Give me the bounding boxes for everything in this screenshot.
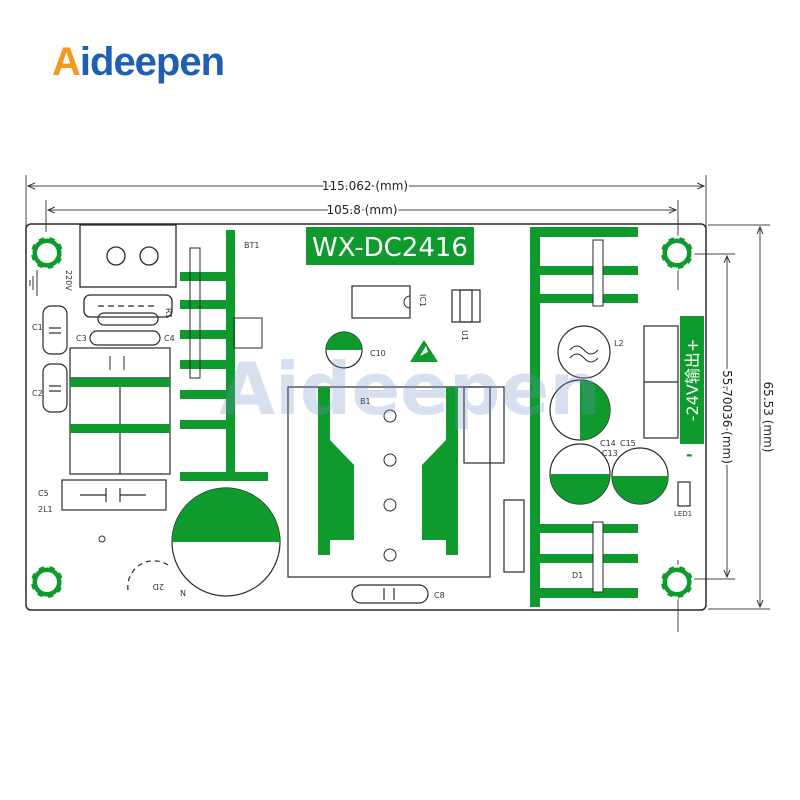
brand-logo: Aideepen bbox=[52, 40, 225, 85]
label-c3: C3 bbox=[76, 334, 87, 343]
label-bt1: BT1 bbox=[244, 241, 259, 250]
dimension-total-width bbox=[25, 175, 707, 230]
cap-c8 bbox=[351, 584, 429, 604]
label-led: LED1 bbox=[674, 510, 692, 518]
dimension-hole-width bbox=[45, 200, 679, 232]
bulk-capacitor bbox=[171, 487, 281, 597]
cap-c13 bbox=[549, 443, 611, 505]
mounting-hole-top-left bbox=[29, 235, 65, 271]
ic1 bbox=[351, 285, 411, 319]
cap-c5 bbox=[61, 479, 167, 511]
testpoint bbox=[98, 535, 106, 543]
ground-icon bbox=[29, 270, 38, 296]
brand-logo-rest: ideepen bbox=[79, 40, 225, 84]
dimension-total-width-label: 115.062 (mm) bbox=[322, 179, 408, 193]
cap-c1 bbox=[42, 305, 68, 355]
label-r1: R1 bbox=[164, 308, 173, 319]
ic1-notch bbox=[403, 295, 411, 309]
output-minus: - bbox=[686, 445, 693, 464]
output-plus: + bbox=[686, 315, 699, 334]
cap-c14 bbox=[549, 379, 611, 441]
label-c4: C4 bbox=[164, 334, 175, 343]
output-label: -24V输出+ bbox=[683, 339, 702, 422]
cap-c3 bbox=[89, 330, 161, 346]
label-c2: C2 bbox=[32, 389, 43, 398]
label-c8: C8 bbox=[434, 591, 445, 600]
bridge-outline bbox=[127, 560, 169, 591]
label-c10: C10 bbox=[370, 349, 386, 358]
model-name: WX-DC2416 bbox=[312, 233, 468, 263]
dimension-total-height-label: 65.53 (mm) bbox=[761, 382, 775, 453]
dimension-hole-height-label: 55.70036 (mm) bbox=[720, 370, 734, 464]
mounting-hole-bottom-right bbox=[659, 564, 695, 600]
label-c15: C15 bbox=[620, 439, 636, 448]
label-lf: 2L1 bbox=[38, 505, 53, 514]
cap-c10 bbox=[325, 331, 363, 369]
trace-column-left bbox=[180, 230, 268, 481]
label-ac-in: 220V bbox=[64, 270, 73, 291]
esd-warning-icon bbox=[410, 340, 438, 362]
cap-c15 bbox=[611, 447, 669, 505]
filter-block bbox=[69, 347, 171, 475]
u1 bbox=[451, 289, 481, 323]
watermark: Aideepen bbox=[219, 347, 600, 431]
output-label-box bbox=[680, 316, 704, 444]
label-d1: D1 bbox=[572, 571, 583, 580]
diode-d1 bbox=[592, 521, 604, 593]
dimension-total-height bbox=[708, 224, 770, 610]
small-part-mid bbox=[233, 317, 263, 349]
diode-top bbox=[592, 239, 604, 307]
dimension-hole-height bbox=[690, 253, 735, 580]
resistor-r1 bbox=[97, 312, 159, 326]
inductor-l2 bbox=[557, 325, 611, 379]
ac-input-terminal bbox=[79, 224, 177, 318]
label-transformer: B1 bbox=[360, 397, 371, 406]
label-c14: C14 bbox=[600, 439, 616, 448]
label-n: N bbox=[180, 588, 186, 597]
dimension-hole-width-label: 105.8 (mm) bbox=[327, 203, 398, 217]
brand-logo-initial: A bbox=[52, 40, 81, 84]
mounting-hole-top-right bbox=[659, 235, 695, 271]
model-banner bbox=[306, 227, 474, 265]
output-connector bbox=[643, 325, 679, 439]
pcb-outline bbox=[25, 223, 707, 611]
label-d2: 2D bbox=[153, 582, 164, 591]
label-u1: U1 bbox=[460, 330, 469, 341]
label-c13: C13 bbox=[602, 449, 618, 458]
mounting-hole-bottom-left bbox=[29, 564, 65, 600]
cap-c2 bbox=[42, 363, 68, 413]
transformer bbox=[287, 386, 525, 578]
label-c5: C5 bbox=[38, 489, 49, 498]
label-ic1: IC1 bbox=[418, 294, 427, 307]
label-c1: C1 bbox=[32, 323, 43, 332]
led1 bbox=[677, 481, 691, 507]
trace-column-right bbox=[530, 227, 638, 607]
label-l2: L2 bbox=[614, 339, 624, 348]
resistor-vertical bbox=[189, 247, 201, 379]
